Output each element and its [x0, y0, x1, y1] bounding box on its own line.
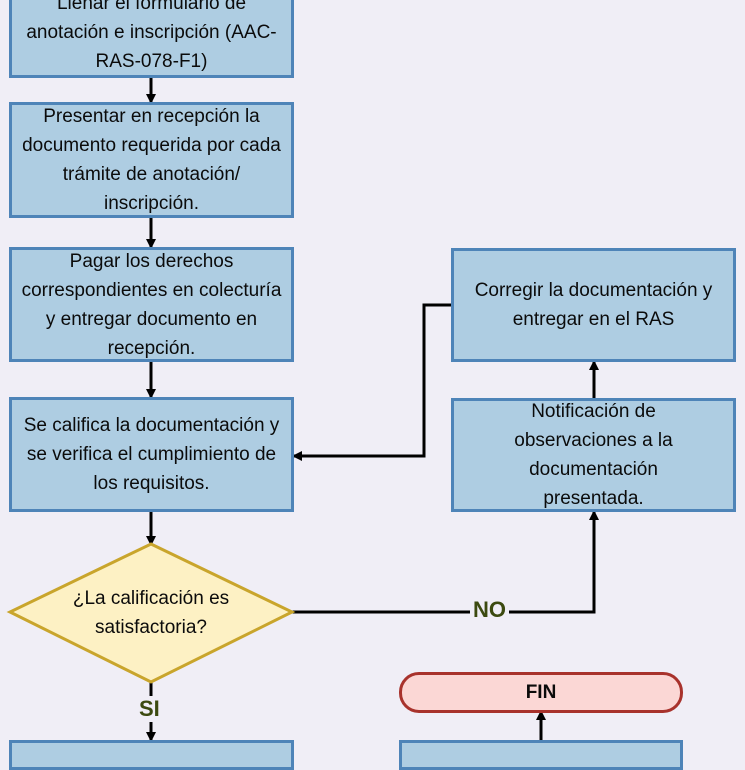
- arrow-correct-to-evaluate: [292, 303, 451, 461]
- fill-form-box: Llenar el formulario de anotación e insc…: [9, 0, 294, 78]
- arrow-decision-no: [292, 510, 599, 614]
- present-docs-text: Presentar en recepción la documento requ…: [22, 106, 281, 214]
- correct-docs-box: Corregir la documentación y entregar en …: [451, 248, 736, 362]
- notify-box: Notificación de observaciones a la docum…: [451, 398, 736, 512]
- pay-fees-box: Pagar los derechos correspondientes en c…: [9, 247, 294, 362]
- evaluate-box: Se califica la documentación y se verifi…: [9, 397, 294, 512]
- correct-docs-text: Corregir la documentación y entregar en …: [474, 280, 713, 330]
- yes-label: SI: [136, 696, 163, 722]
- present-docs-box: Presentar en recepción la documento requ…: [9, 102, 294, 218]
- bottom-left-box: [9, 740, 294, 770]
- pay-fees-text: Pagar los derechos correspondientes en c…: [21, 250, 282, 359]
- no-label: NO: [470, 597, 509, 623]
- fin-terminal: FIN: [399, 672, 683, 713]
- bottom-right-box: [399, 740, 683, 770]
- decision-text: ¿La calificación es satisfactoria?: [72, 588, 230, 638]
- decision-diamond: [6, 542, 296, 684]
- notify-text: Notificación de observaciones a la docum…: [514, 401, 673, 509]
- fin-text: FIN: [525, 681, 557, 703]
- evaluate-text: Se califica la documentación y se verifi…: [23, 415, 280, 494]
- fill-form-text: Llenar el formulario de anotación e insc…: [26, 0, 277, 72]
